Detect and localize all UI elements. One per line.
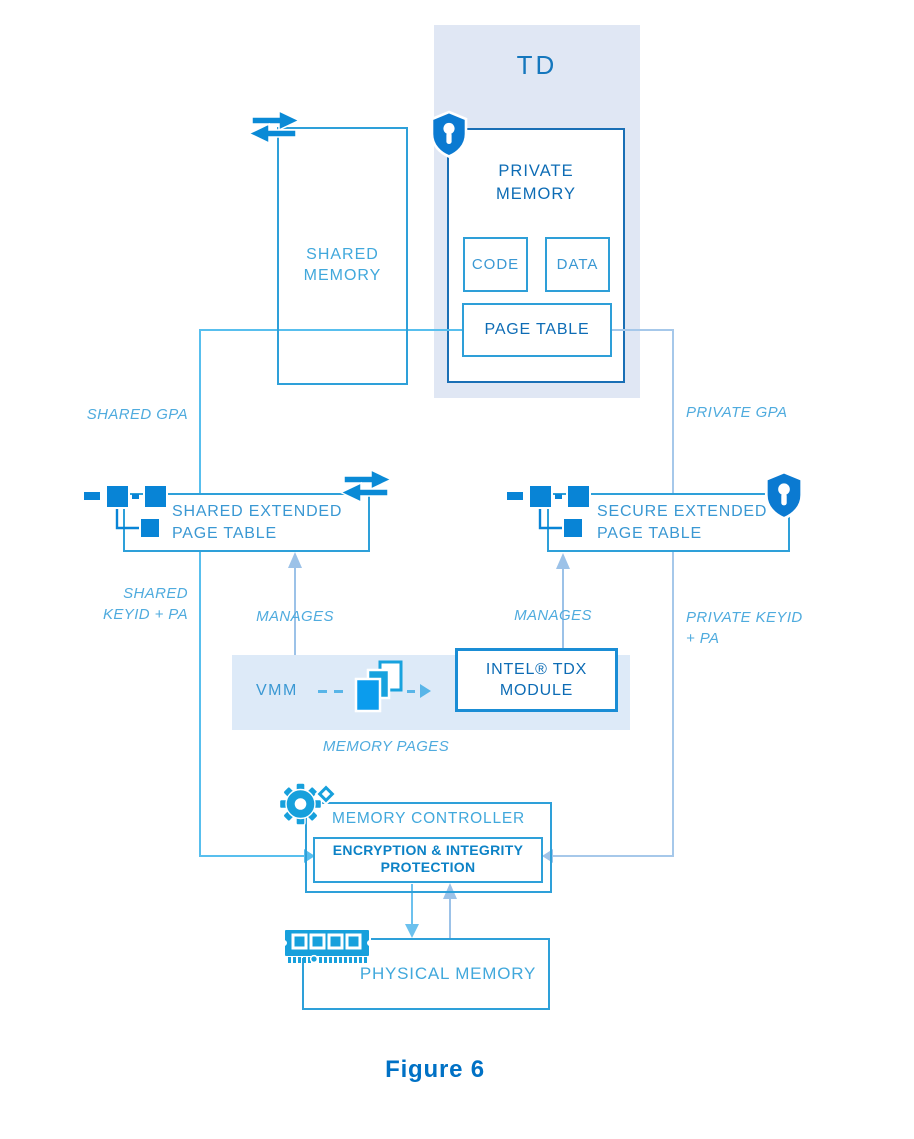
diamond-nut-icon (314, 782, 338, 806)
shared-ept-line2: PAGE TABLE (172, 524, 277, 542)
private-keyid-line2: + PA (686, 630, 720, 647)
manages-right-line (562, 567, 564, 648)
shared-gpa-label: SHARED GPA (86, 406, 188, 423)
private-path-vertical-line (672, 329, 674, 857)
manages-right-label: MANAGES (514, 607, 592, 624)
secure-ept-label: SECURE EXTENDED PAGE TABLE (597, 501, 797, 544)
memory-pages-label: MEMORY PAGES (322, 738, 450, 755)
manages-left-line (294, 566, 296, 655)
shield-lock-icon (764, 470, 804, 520)
gpa-line-top-seg2 (449, 329, 463, 331)
tdx-module-line1: INTEL® TDX (485, 661, 588, 678)
private-to-encryption-arrowhead (542, 849, 553, 863)
encryption-line2: PROTECTION (380, 859, 476, 875)
figure-caption: Figure 6 (385, 1056, 485, 1083)
tdx-module-line2: MODULE (499, 682, 574, 699)
physical-memory-box (302, 938, 550, 1010)
shared-to-encryption-arrowhead (304, 849, 315, 863)
td-label: TD (516, 50, 558, 80)
encryption-box (313, 837, 543, 883)
manages-left-label: MANAGES (256, 608, 334, 625)
vmm-dash-1 (318, 690, 327, 693)
page-table-box (462, 303, 612, 357)
private-memory-line1: PRIVATE (498, 162, 574, 180)
ram-module-icon (283, 928, 373, 964)
controller-to-memory-arrowhead (405, 924, 419, 938)
manages-right-arrowhead (556, 553, 570, 569)
memory-to-controller-line (449, 897, 451, 938)
secure-ept-line1: SECURE EXTENDED (597, 503, 768, 520)
vmm-label: VMM (256, 682, 298, 699)
vmm-flow-arrowhead (420, 684, 431, 698)
physical-memory-label: PHYSICAL MEMORY (359, 964, 537, 983)
memory-controller-box (305, 802, 552, 893)
encryption-line1: ENCRYPTION & INTEGRITY (332, 842, 524, 858)
controller-to-memory-line (411, 884, 413, 926)
private-memory-line2: MEMORY (496, 185, 576, 203)
secure-ept-line2: PAGE TABLE (597, 524, 702, 542)
gear-icon (278, 782, 338, 826)
private-to-encryption-line (552, 855, 673, 857)
private-gpa-label: PRIVATE GPA (686, 404, 788, 421)
shared-keyid-label: SHARED KEYID + PA (58, 583, 188, 625)
shared-memory-label: SHARED MEMORY (277, 244, 408, 286)
shield-lock-icon (430, 110, 468, 158)
shared-ept-label: SHARED EXTENDED PAGE TABLE (172, 501, 372, 544)
page-table-tree-icon (84, 484, 168, 539)
gpa-line-top-seg1 (199, 329, 449, 331)
tdx-module-box (455, 648, 618, 712)
code-label: CODE (471, 256, 520, 273)
vmm-dash-2 (334, 690, 343, 693)
data-box (545, 237, 610, 292)
memory-pages-icon (354, 660, 403, 713)
shared-memory-line1: SHARED (306, 246, 379, 263)
page-table-tree-icon (507, 484, 591, 539)
page-table-label: PAGE TABLE (484, 321, 590, 338)
shared-to-encryption-line (199, 855, 306, 857)
encryption-label: ENCRYPTION & INTEGRITY PROTECTION (313, 842, 543, 876)
exchange-arrows-icon (247, 110, 301, 144)
private-memory-label: PRIVATE MEMORY (447, 160, 625, 206)
shared-memory-box (277, 127, 408, 385)
code-box (463, 237, 528, 292)
private-keyid-line1: PRIVATE KEYID (686, 609, 803, 626)
shared-path-vertical-line (199, 329, 201, 857)
shared-memory-line2: MEMORY (303, 267, 382, 284)
manages-left-arrowhead (288, 552, 302, 568)
shared-ept-line1: SHARED EXTENDED (172, 503, 343, 520)
private-keyid-label: PRIVATE KEYID + PA (686, 607, 803, 649)
shared-keyid-line2: KEYID + PA (102, 606, 188, 623)
exchange-arrows-icon (339, 468, 393, 504)
shared-keyid-line1: SHARED (123, 585, 188, 602)
tdx-module-label: INTEL® TDX MODULE (455, 659, 618, 701)
vmm-dash-3 (407, 690, 415, 693)
data-label: DATA (556, 256, 599, 273)
memory-controller-label: MEMORY CONTROLLER (331, 810, 526, 827)
gpa-line-top-seg3 (612, 329, 674, 331)
